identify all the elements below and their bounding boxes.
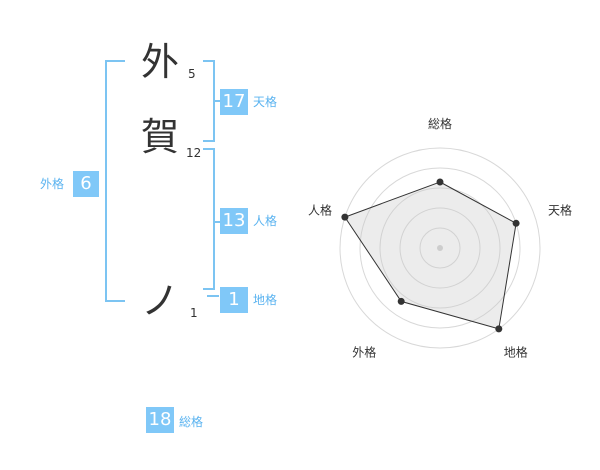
gaikaku-label: 外格 bbox=[40, 177, 65, 191]
radar-axis-label-4: 外格 bbox=[352, 345, 376, 360]
tenkaku-connector bbox=[213, 100, 220, 102]
chikaku-bracket bbox=[207, 295, 219, 297]
radar-point-3 bbox=[495, 325, 503, 333]
radar-axis-label-3: 地格 bbox=[504, 345, 528, 360]
radar-axis-label-2: 天格 bbox=[548, 202, 572, 217]
radar-ring-3 bbox=[379, 187, 501, 309]
radar-point-2 bbox=[512, 219, 520, 227]
radar-series bbox=[341, 178, 520, 333]
name-char-1: 外 bbox=[140, 40, 179, 84]
radar-point-1 bbox=[436, 178, 444, 186]
tenkaku-label: 天格 bbox=[253, 95, 278, 109]
jinkaku-connector bbox=[213, 221, 220, 223]
chikaku-badge: 1 bbox=[220, 287, 248, 313]
gaikaku-badge: 6 bbox=[73, 171, 99, 197]
radar-axis-label-1: 総格 bbox=[428, 116, 452, 131]
stroke-count-1: 5 bbox=[188, 67, 196, 81]
radar-center-dot bbox=[437, 245, 443, 251]
radar-polygon bbox=[344, 181, 517, 330]
radar-ring-2 bbox=[399, 207, 481, 289]
jinkaku-label: 人格 bbox=[253, 214, 278, 228]
radar-ring-4 bbox=[359, 167, 521, 329]
gaikaku-bracket bbox=[105, 60, 125, 302]
radar-axis-label-5: 人格 bbox=[308, 202, 332, 217]
radar-point-5 bbox=[341, 213, 349, 221]
tenkaku-badge: 17 bbox=[220, 89, 248, 115]
radar-point-4 bbox=[397, 297, 405, 305]
chikaku-label: 地格 bbox=[253, 293, 278, 307]
name-char-2: 賀 bbox=[140, 115, 179, 159]
soukaku-badge: 18 bbox=[146, 407, 174, 433]
stroke-count-3: 1 bbox=[190, 306, 198, 320]
jinkaku-bracket bbox=[203, 148, 215, 290]
radar-ring-1 bbox=[419, 227, 461, 269]
radar-grid bbox=[339, 147, 541, 349]
soukaku-label: 総格 bbox=[179, 415, 204, 429]
name-char-3: ノ bbox=[140, 279, 179, 323]
stroke-count-2: 12 bbox=[186, 146, 202, 160]
jinkaku-badge: 13 bbox=[220, 208, 248, 234]
